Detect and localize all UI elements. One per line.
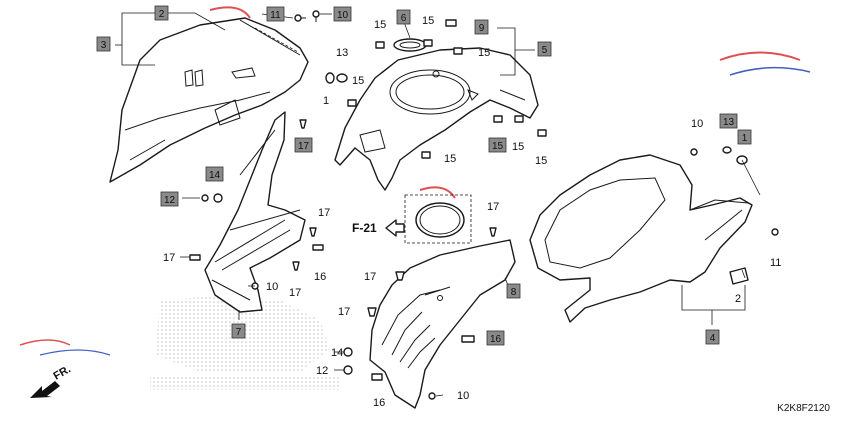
svg-text:14: 14 <box>209 170 221 181</box>
callout-12: 12 <box>316 365 328 377</box>
callout-13-box: 13 <box>719 113 738 129</box>
callout-6-box: 6 <box>396 9 411 25</box>
callout-15: 15 <box>374 19 386 31</box>
callout-5-box: 5 <box>537 41 552 57</box>
svg-text:9: 9 <box>479 23 485 34</box>
plain-callouts: 15 15 15 13 15 1 15 15 15 17 17 17 16 10… <box>163 15 781 409</box>
callout-15-box: 15 <box>488 137 507 153</box>
callout-10: 10 <box>691 118 703 130</box>
moto-logo-watermark <box>19 6 811 356</box>
front-label: FR. <box>52 363 73 382</box>
svg-text:5: 5 <box>542 45 548 56</box>
svg-text:13: 13 <box>723 117 735 128</box>
svg-text:15: 15 <box>492 141 504 152</box>
part-6-grommet <box>393 38 427 52</box>
callout-16-box: 16 <box>486 330 505 346</box>
callout-10-box: 10 <box>333 6 352 22</box>
svg-text:7: 7 <box>236 327 242 338</box>
callout-17: 17 <box>338 306 350 318</box>
reference-label: F-21 <box>352 221 377 235</box>
callout-13: 13 <box>336 47 348 59</box>
svg-text:17: 17 <box>298 141 310 152</box>
callout-17: 17 <box>318 207 330 219</box>
callout-15: 15 <box>352 75 364 87</box>
svg-text:12: 12 <box>164 195 176 206</box>
callout-4-box: 4 <box>705 329 720 345</box>
callout-1-box: 1 <box>737 129 752 145</box>
callout-14: 14 <box>331 347 343 359</box>
callout-11: 11 <box>770 257 781 269</box>
svg-text:1: 1 <box>742 133 748 144</box>
callout-16: 16 <box>373 397 385 409</box>
svg-text:10: 10 <box>337 10 349 21</box>
svg-text:11: 11 <box>270 10 281 21</box>
callout-15: 15 <box>422 15 434 27</box>
callout-2: 2 <box>735 293 741 305</box>
callout-17-box: 17 <box>294 137 313 153</box>
callout-8-box: 8 <box>506 283 521 299</box>
fasteners <box>189 10 779 400</box>
callout-15: 15 <box>478 47 490 59</box>
svg-text:6: 6 <box>401 13 407 24</box>
part-5-tank-cover <box>334 47 539 191</box>
callout-17: 17 <box>487 201 499 213</box>
callout-17: 17 <box>289 287 301 299</box>
callout-17: 17 <box>163 252 175 264</box>
front-arrow-icon <box>30 381 60 398</box>
part-8-lower-cover <box>369 239 516 409</box>
svg-text:4: 4 <box>710 333 716 344</box>
part-7-inner-stay <box>204 111 306 313</box>
callout-16: 16 <box>314 271 326 283</box>
callout-10: 10 <box>266 281 278 293</box>
callout-15: 15 <box>444 153 456 165</box>
callout-15: 15 <box>535 155 547 167</box>
callout-7-box: 7 <box>231 323 246 339</box>
callout-12-box: 12 <box>160 191 179 207</box>
callout-11-box: 11 <box>266 6 285 22</box>
callout-2-box: 2 <box>154 5 169 21</box>
callout-14-box: 14 <box>205 166 224 182</box>
svg-text:8: 8 <box>511 287 517 298</box>
svg-text:2: 2 <box>159 9 165 20</box>
part-4-side-cover <box>529 154 753 323</box>
callout-17: 17 <box>364 271 376 283</box>
callout-15: 15 <box>512 141 524 153</box>
reference-arrow-icon <box>385 219 405 237</box>
f21-reference-detail <box>385 194 472 244</box>
diagram-code: K2K8F2120 <box>777 403 830 414</box>
callout-3-box: 3 <box>96 36 111 52</box>
svg-text:3: 3 <box>101 40 107 51</box>
part-3-upper-cowl <box>109 17 309 183</box>
front-indicator: FR. <box>30 363 73 398</box>
svg-text:16: 16 <box>490 334 502 345</box>
callout-9-box: 9 <box>474 19 489 35</box>
callout-1: 1 <box>323 95 329 107</box>
callout-10: 10 <box>457 390 469 402</box>
